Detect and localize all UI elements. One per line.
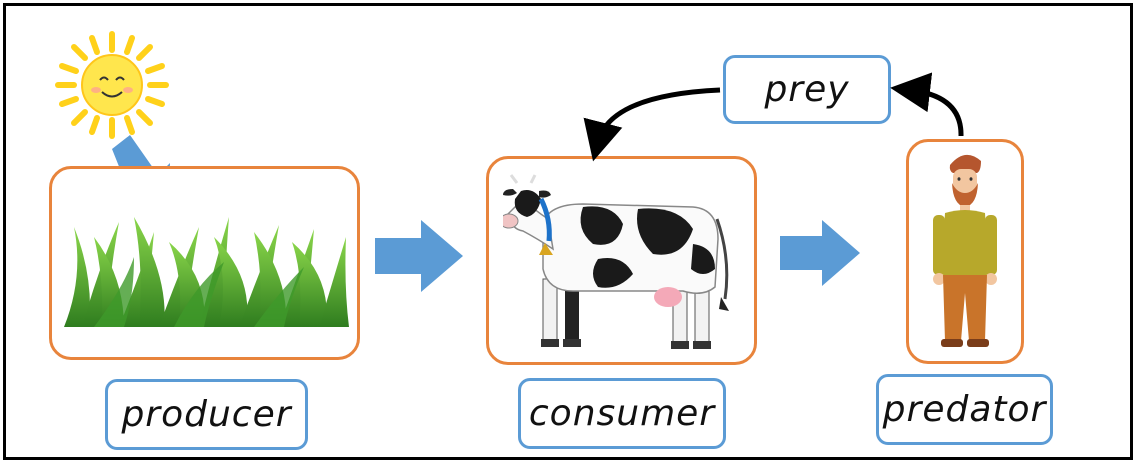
sun-icon: [52, 30, 172, 140]
consumer-label: consumer: [528, 393, 716, 434]
flow-arrow-1: [375, 220, 465, 292]
diagram-frame: [3, 3, 1133, 460]
predator-label-box: predator: [876, 374, 1053, 445]
consumer-box: [486, 156, 757, 365]
producer-label-box: producer: [105, 379, 308, 450]
cow-icon: [503, 169, 743, 359]
consumer-label-box: consumer: [518, 378, 726, 449]
producer-box: [49, 166, 360, 360]
predator-label: predator: [882, 389, 1047, 430]
prey-label: prey: [764, 69, 850, 110]
predator-box: [906, 139, 1024, 364]
flow-arrow-2: [780, 220, 862, 286]
prey-label-box: prey: [723, 55, 891, 124]
person-icon: [925, 147, 1005, 357]
producer-label: producer: [121, 394, 292, 435]
predator-to-prey-arrow: [890, 72, 964, 137]
grass-icon: [64, 217, 349, 327]
prey-to-consumer-arrow: [583, 87, 721, 162]
